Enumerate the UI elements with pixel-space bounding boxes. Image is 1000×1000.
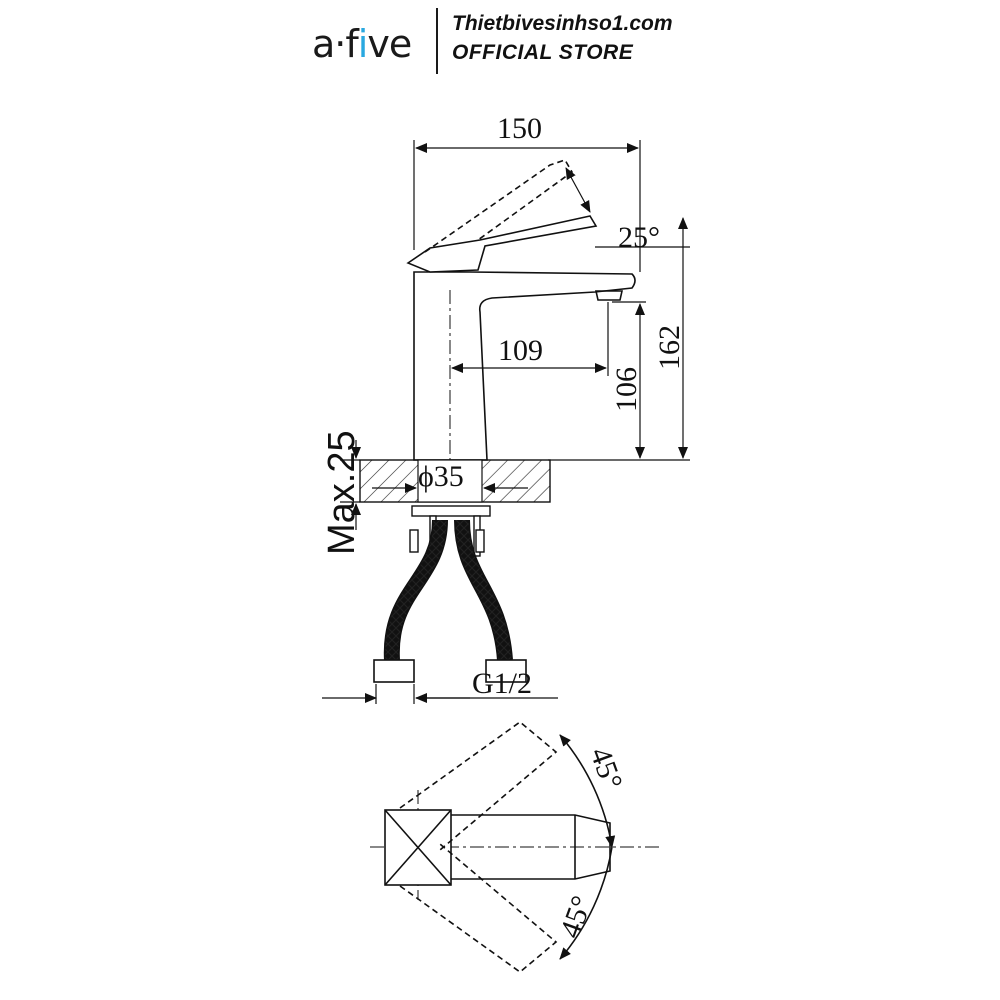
store-website: Thietbivesinhso1.com <box>452 12 673 35</box>
dim-hole-diameter: ϕ35 <box>418 460 464 493</box>
header-divider <box>436 8 438 74</box>
dim-total-height: 162 <box>653 325 686 370</box>
dimension-lines <box>322 140 690 704</box>
dim-thread: G1/2 <box>472 667 532 700</box>
plan-view <box>370 720 660 974</box>
dim-spout-height: 106 <box>610 367 643 412</box>
dim-lever-angle: 25° <box>618 221 660 254</box>
brand-header: a·five Thietbivesinhso1.com OFFICIAL STO… <box>0 0 1000 85</box>
side-elevation <box>406 159 636 500</box>
dim-rotate-down: 45° <box>554 892 599 943</box>
store-label: OFFICIAL STORE <box>452 41 634 64</box>
brand-logo: a·five <box>312 22 412 66</box>
mounting-hardware <box>409 505 491 557</box>
dim-width: 150 <box>497 112 542 145</box>
flexible-hoses <box>373 519 527 683</box>
dim-rotate-up: 45° <box>583 743 628 794</box>
dim-spout-reach: 109 <box>498 334 543 367</box>
dim-max-deck: Max.25 <box>321 430 363 555</box>
mounting-hole <box>417 459 483 503</box>
